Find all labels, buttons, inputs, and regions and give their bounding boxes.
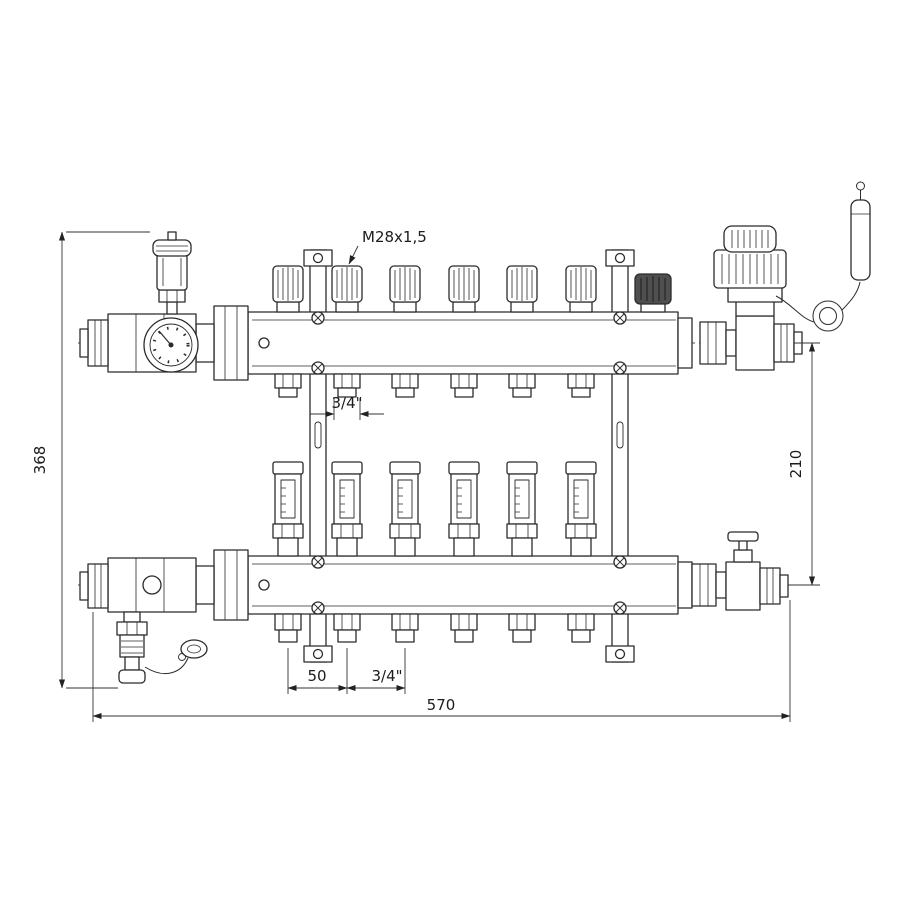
dim-outlet-pitch-label: 50 bbox=[307, 667, 326, 685]
dim-axis-spacing: 210 bbox=[787, 342, 820, 586]
dim-overall-width: 570 bbox=[92, 600, 791, 722]
capillary-tube-and-sensor bbox=[775, 181, 871, 332]
air-vent-valve bbox=[152, 231, 192, 315]
balancing-valve-knob bbox=[634, 273, 672, 313]
bottom-right-valve-group bbox=[691, 531, 789, 611]
dim-top-outlet-size-label: 3/4" bbox=[331, 394, 362, 412]
dim-top-outlet-size: 3/4" bbox=[310, 394, 384, 420]
bottom-left-end-group bbox=[79, 557, 208, 684]
dim-axis-spacing-label: 210 bbox=[787, 450, 805, 479]
dim-bottom-outlet-size-label: 3/4" bbox=[371, 667, 402, 685]
dimensions: 368 210 570 50 bbox=[31, 228, 820, 722]
dim-overall-width-label: 570 bbox=[427, 696, 456, 714]
top-left-end-group bbox=[79, 231, 199, 373]
drain-valve bbox=[116, 611, 208, 684]
dim-overall-height: 368 bbox=[31, 231, 150, 689]
thermostatic-valve-group bbox=[699, 181, 871, 371]
thermostatic-head bbox=[713, 225, 787, 317]
pressure-gauge bbox=[143, 317, 199, 373]
thread-callout: M28x1,5 bbox=[348, 228, 427, 265]
dim-overall-height-label: 368 bbox=[31, 446, 49, 475]
thread-callout-label: M28x1,5 bbox=[362, 228, 427, 246]
dim-bottom-outlet-size: 3/4" bbox=[346, 667, 406, 692]
